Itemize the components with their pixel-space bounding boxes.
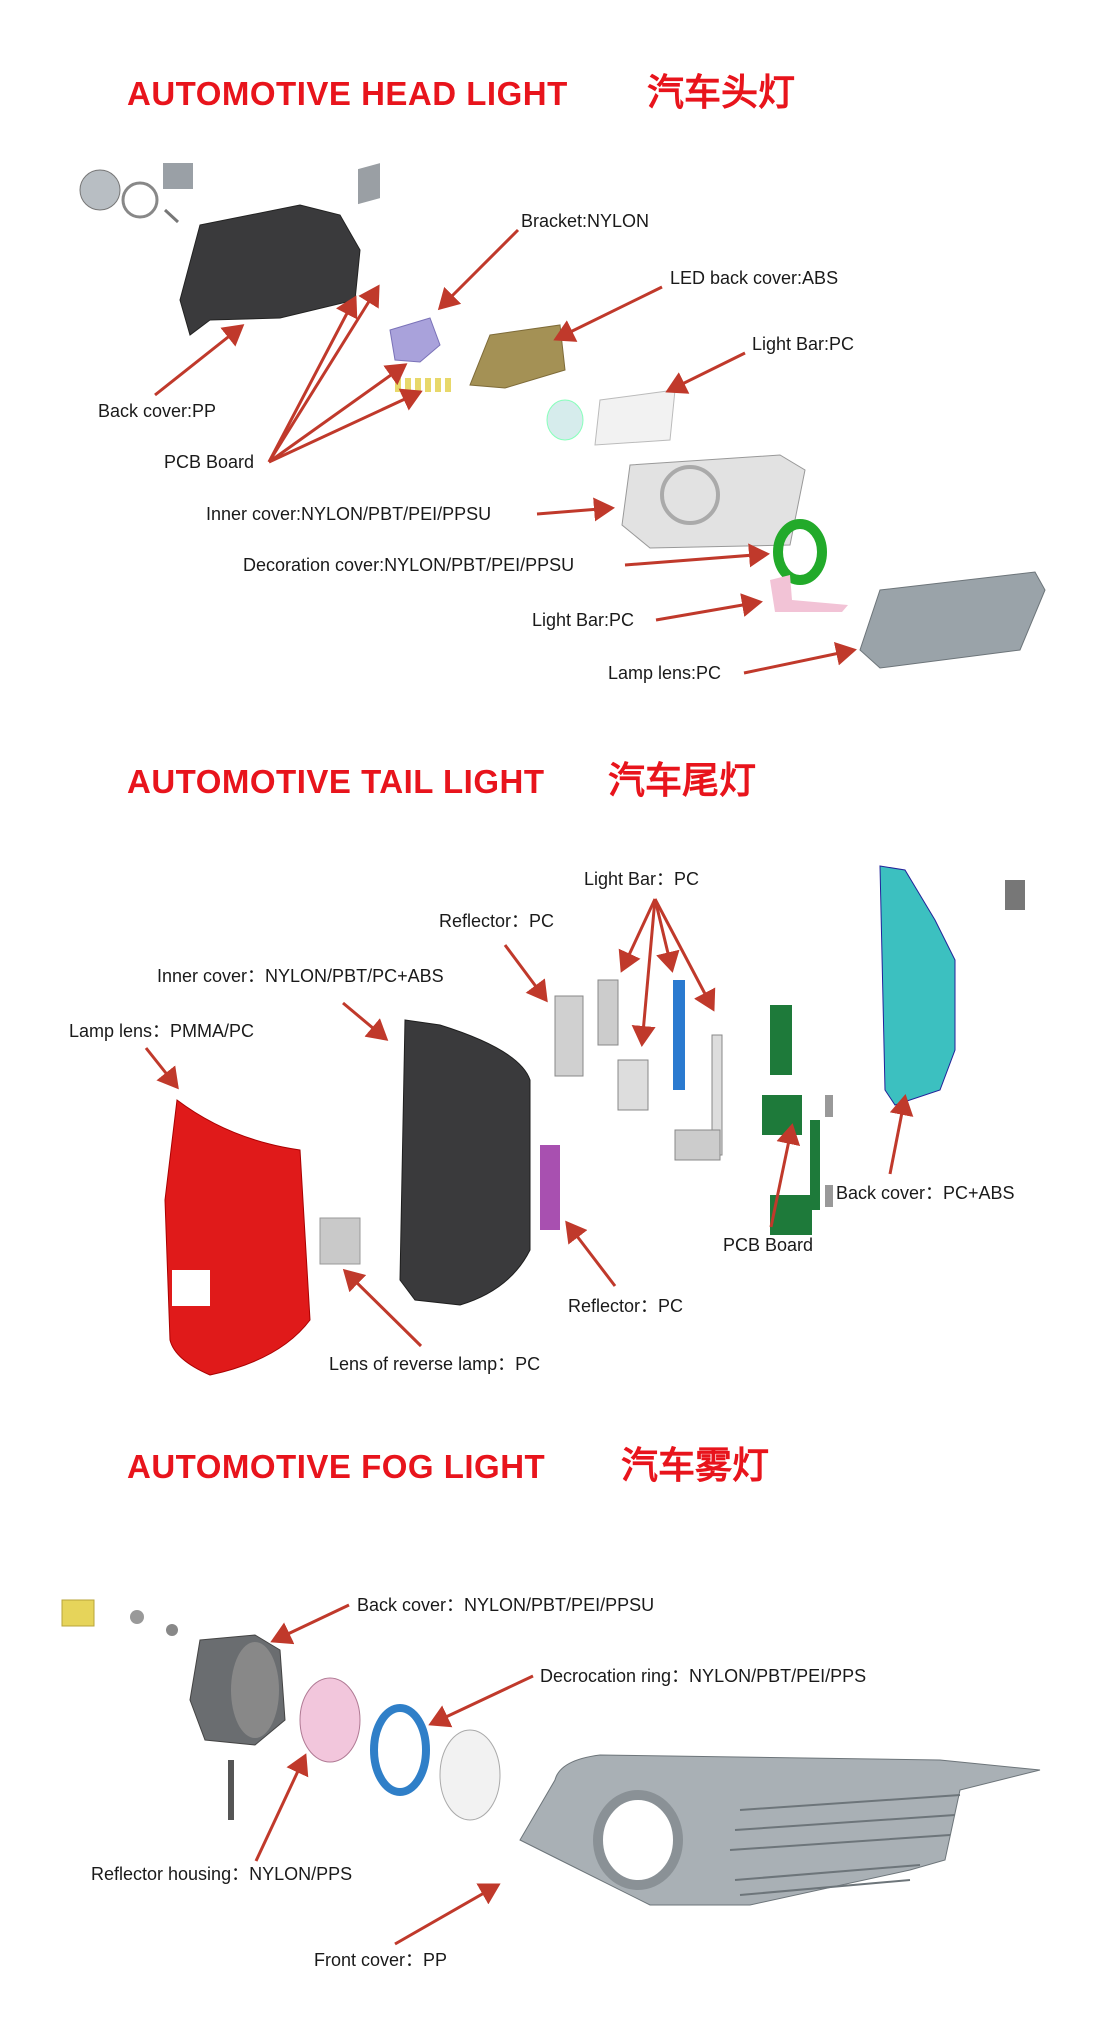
bulb-socket-parts	[79, 163, 193, 224]
arrow	[553, 285, 663, 342]
fog-decoration-ring-part	[370, 1704, 430, 1796]
label-tail-light-bar: Light Bar：PC	[584, 869, 700, 889]
label-fog-reflector-housing: Reflector housing：NYLON/PPS	[91, 1864, 353, 1884]
arrow	[653, 898, 680, 973]
fog-lens-part	[439, 1729, 501, 1821]
arrow	[743, 641, 857, 675]
arrow	[144, 1047, 179, 1090]
arrow	[624, 543, 770, 568]
led-back-cover-part	[469, 324, 566, 389]
bulb-part	[61, 1599, 95, 1627]
head-light-title: AUTOMOTIVE HEAD LIGHT	[127, 75, 568, 112]
fog-light-parts	[61, 1599, 1041, 1906]
label-tail-lamp-lens: Lamp lens：PMMA/PC	[69, 1021, 255, 1041]
label-tail-inner-cover: Inner cover：NYLON/PBT/PC+ABS	[157, 966, 444, 986]
tail-reflector-part	[554, 995, 584, 1077]
head-light-bar-2-part	[770, 575, 848, 612]
tail-light-arrows	[144, 898, 914, 1348]
fog-light-arrows	[254, 1603, 534, 1946]
bracket-part	[389, 317, 441, 363]
arrow	[428, 1674, 534, 1728]
label-tail-pcb-board: PCB Board	[723, 1235, 814, 1255]
fog-reflector-housing-part	[299, 1677, 361, 1763]
tail-light-parts	[164, 865, 1025, 1376]
head-light-bar-part	[594, 389, 676, 446]
tail-light-title: AUTOMOTIVE TAIL LIGHT	[127, 763, 545, 800]
label-tail-reflector-2: Reflector：PC	[568, 1296, 684, 1316]
fog-grille-mesh	[729, 1794, 961, 1896]
decoration-cover-part	[773, 519, 827, 585]
arrow	[437, 228, 520, 311]
head-light-title-cn: 汽车头灯	[647, 72, 795, 113]
label-fog-decoration-ring: Decrocation ring：NYLON/PBT/PEI/PPS	[540, 1666, 867, 1686]
arrow	[536, 497, 615, 522]
label-tail-reflector-1: Reflector：PC	[439, 911, 555, 931]
label-light-bar-1: Light Bar:PC	[752, 334, 855, 354]
tail-inner-cover-part	[399, 1019, 531, 1306]
reverse-lamp-lens-part	[319, 1217, 361, 1265]
tail-light-title-cn: 汽车尾灯	[608, 760, 756, 801]
arrow	[342, 1001, 389, 1041]
arrow	[267, 295, 358, 463]
arrow	[631, 898, 657, 1047]
tail-lamp-lens-part	[164, 1099, 311, 1376]
tail-pcb-board-part	[762, 1005, 820, 1235]
arrow	[267, 284, 380, 463]
arrow	[270, 1603, 350, 1645]
arrow	[618, 898, 657, 973]
fog-light-title-cn: 汽车雾灯	[621, 1445, 769, 1486]
head-light-arrows	[154, 228, 857, 675]
arrow	[769, 1123, 801, 1228]
label-decoration-cover: Decoration cover:NYLON/PBT/PEI/PPSU	[243, 555, 575, 575]
arrow	[268, 363, 408, 464]
label-led-back-cover: LED back cover:ABS	[670, 268, 839, 288]
arrow	[342, 1268, 423, 1348]
label-tail-reverse-lens: Lens of reverse lamp：PC	[329, 1354, 541, 1374]
projector-lens-part	[546, 399, 584, 441]
head-lamp-lens-part	[859, 571, 1046, 669]
arrow	[394, 1883, 501, 1946]
arrow	[154, 324, 245, 397]
tail-light-bar-blue	[673, 980, 685, 1090]
tail-back-cover-part	[879, 865, 956, 1106]
label-back-cover: Back cover:PP	[98, 401, 217, 421]
arrow	[888, 1094, 914, 1175]
label-light-bar-2: Light Bar:PC	[532, 610, 635, 630]
label-bracket: Bracket:NYLON	[521, 211, 650, 231]
label-fog-back-cover: Back cover：NYLON/PBT/PEI/PPSU	[357, 1595, 655, 1615]
label-pcb-board: PCB Board	[164, 452, 255, 472]
arrow	[665, 351, 746, 394]
arrow	[565, 1220, 617, 1287]
heat-sink-plate	[358, 163, 380, 205]
pcb-led-strip	[395, 378, 451, 392]
arrow	[655, 593, 763, 622]
arrow	[503, 944, 548, 1003]
arrow	[653, 898, 716, 1012]
arrow	[254, 1753, 309, 1862]
fog-light-title: AUTOMOTIVE FOG LIGHT	[127, 1448, 546, 1485]
label-lamp-lens: Lamp lens:PC	[608, 663, 722, 683]
arrow	[268, 388, 423, 464]
head-back-cover-part	[179, 204, 361, 336]
label-fog-front-cover: Front cover：PP	[314, 1950, 448, 1970]
head-light-parts	[79, 163, 1046, 669]
label-tail-back-cover: Back cover：PC+ABS	[836, 1183, 1015, 1203]
label-inner-cover: Inner cover:NYLON/PBT/PEI/PPSU	[206, 504, 492, 524]
